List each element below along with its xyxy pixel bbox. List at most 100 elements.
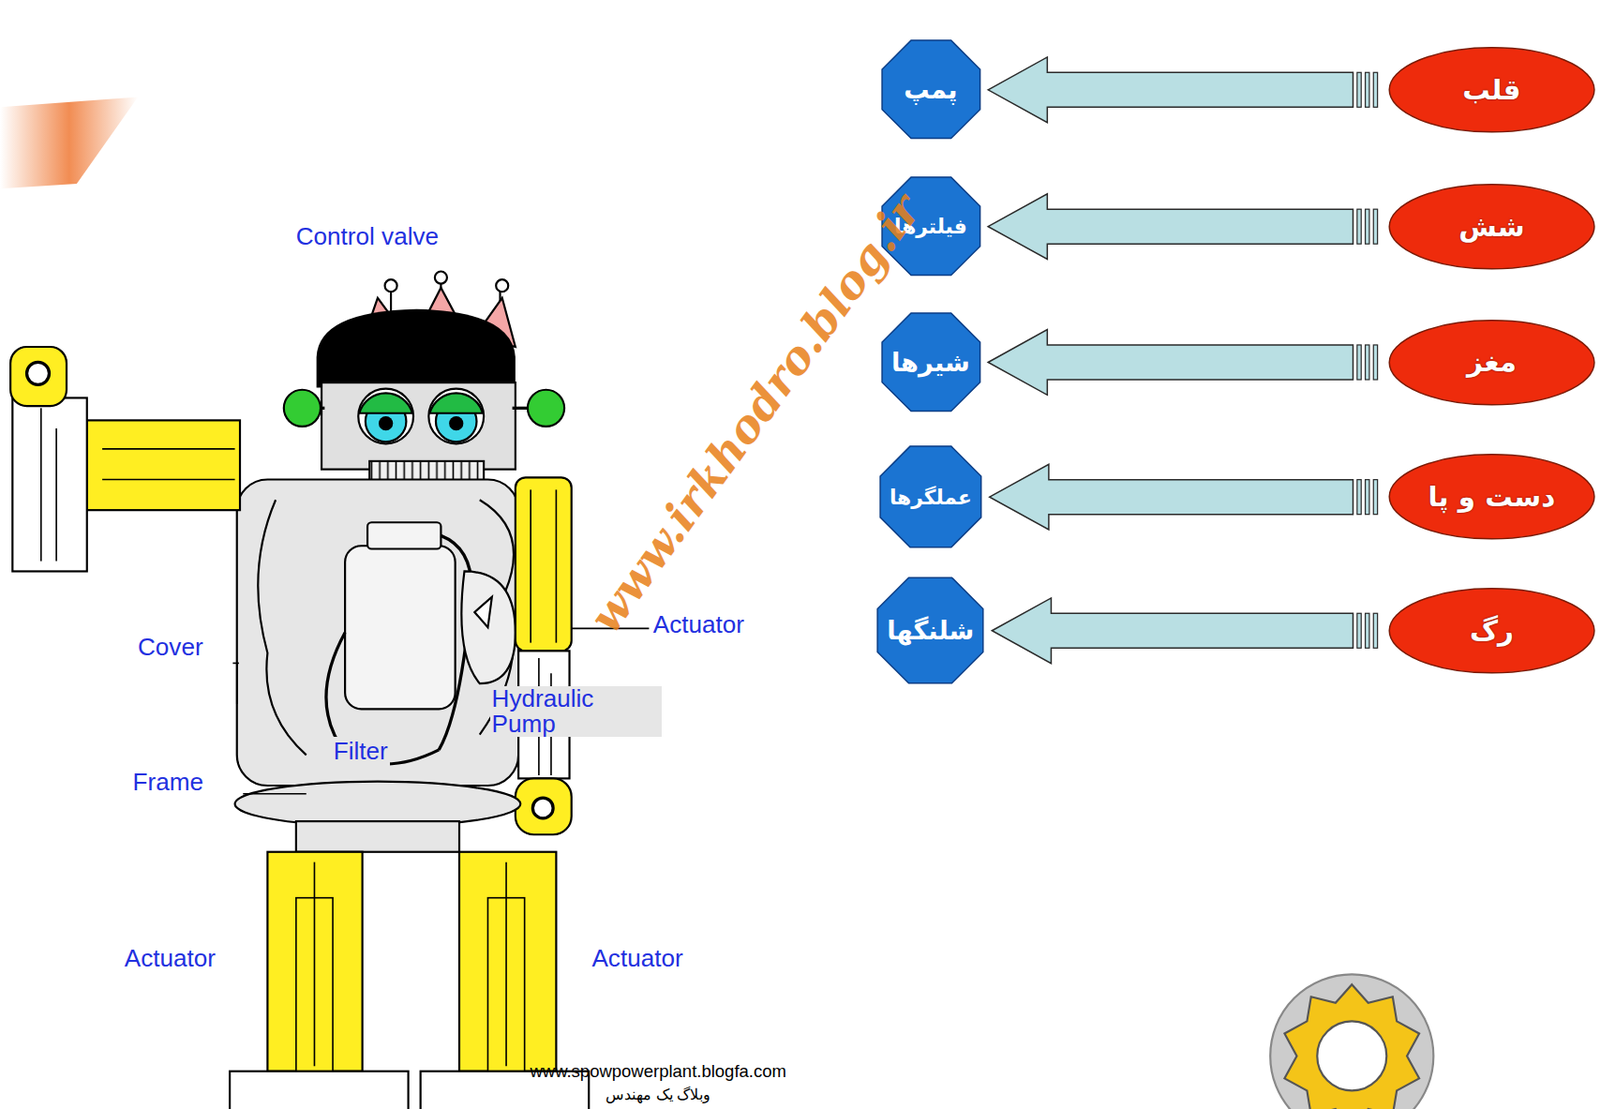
robot-part <box>267 852 362 1072</box>
robot-part <box>229 1071 408 1109</box>
ellipse-outline <box>1389 588 1595 673</box>
robot-part <box>532 797 554 819</box>
part-label: Actuator <box>653 610 745 640</box>
octagon-outline <box>882 313 981 412</box>
robot-part <box>344 545 456 709</box>
ellipse-outline <box>1389 47 1595 133</box>
robot-part <box>55 428 58 561</box>
footer-note: وبلاگ یک مهندس <box>605 1085 711 1104</box>
arrow-tail-bar <box>1373 209 1377 244</box>
robot-part <box>529 489 532 643</box>
arrow-body <box>987 194 1353 260</box>
part-label: Cover <box>137 632 204 662</box>
robot-part <box>236 662 239 704</box>
component-octagon: شیرها <box>881 312 982 413</box>
robot-part <box>316 309 516 389</box>
part-label: Hydraulic Pump <box>490 686 663 738</box>
block-arrow <box>987 329 1377 396</box>
robot-part <box>232 662 240 665</box>
robot-part <box>1270 973 1434 1109</box>
robot-part <box>474 597 493 629</box>
component-octagon: شلنگها <box>876 576 985 685</box>
robot-part <box>12 397 87 571</box>
robot-part <box>0 96 138 189</box>
robot-part <box>428 388 484 445</box>
octagon-outline <box>878 577 985 684</box>
robot-part <box>515 477 572 651</box>
robot-part <box>429 392 483 413</box>
component-octagon: عملگرها <box>879 445 983 549</box>
part-label: Actuator <box>124 943 216 973</box>
footer-url: www.spowpowerplant.blogfa.com <box>529 1061 787 1082</box>
robot-part <box>235 781 522 827</box>
robot-part <box>495 279 509 292</box>
block-arrow <box>991 598 1377 664</box>
arrow-tail-bar <box>1357 344 1361 380</box>
block-arrow <box>989 463 1378 530</box>
robot-part <box>385 279 398 292</box>
arrow-body <box>989 463 1354 530</box>
robot-part <box>515 777 572 835</box>
robot-part <box>434 270 448 284</box>
robot-part <box>378 416 393 431</box>
watermark: www.irkhodro.blog.ir <box>579 184 932 643</box>
node-text: عملگرها <box>889 485 972 509</box>
node-text: شش <box>1458 210 1525 243</box>
robot-part <box>1270 973 1434 1109</box>
robot-part <box>237 479 519 786</box>
robot-part <box>284 389 321 427</box>
robot-part <box>461 570 516 684</box>
node-text: رگ <box>1469 614 1514 647</box>
octagon-outline <box>882 41 981 140</box>
arrow-tail-bar <box>1365 72 1370 107</box>
robot-part <box>242 792 306 795</box>
arrow-tail-bar <box>1373 613 1377 648</box>
part-label: Control valve <box>296 222 439 252</box>
ellipse-outline <box>1389 454 1595 539</box>
ellipse-outline <box>1389 320 1595 405</box>
node-text: شیرها <box>891 347 971 377</box>
robot-part <box>358 388 414 445</box>
robot-part <box>87 419 240 510</box>
arrow-tail-bar <box>1357 613 1361 648</box>
robot-part <box>102 478 235 481</box>
robot-part <box>314 862 316 1067</box>
ellipse-outline <box>1389 184 1595 270</box>
arrow-body <box>987 57 1353 123</box>
organ-ellipse: دست و پا <box>1387 452 1597 541</box>
arrow-body <box>987 329 1353 396</box>
block-arrow <box>987 57 1377 123</box>
robot-part <box>1284 984 1420 1109</box>
arrow-tail-bar <box>1365 479 1370 515</box>
octagon-outline <box>880 446 982 548</box>
arrow-tail-bar <box>1365 209 1370 244</box>
robot-part <box>10 346 67 406</box>
robot-part <box>296 821 460 853</box>
node-text: پمپ <box>903 74 958 105</box>
robot-part <box>358 392 413 413</box>
arrow-tail-bar <box>1365 613 1370 648</box>
arrow-tail-bar <box>1357 72 1361 107</box>
robot-part <box>321 382 516 470</box>
robot-part <box>527 389 565 427</box>
part-label: Actuator <box>591 943 683 973</box>
robot-part <box>257 499 306 755</box>
block-arrow <box>987 194 1377 260</box>
part-label: Filter <box>331 736 390 766</box>
organ-ellipse: شش <box>1387 182 1597 271</box>
robot-part <box>1316 1020 1387 1091</box>
node-text: شلنگها <box>886 615 974 645</box>
robot-part <box>555 489 558 643</box>
part-label: Frame <box>133 767 204 797</box>
component-octagon: پمپ <box>881 39 982 140</box>
robot-part <box>505 862 508 1067</box>
node-text: دست و پا <box>1427 480 1556 513</box>
arrow-tail-bar <box>1373 479 1377 515</box>
arrow-tail-bar <box>1357 209 1361 244</box>
robot-part <box>367 522 441 549</box>
organ-ellipse: قلب <box>1387 45 1597 135</box>
robot-part <box>459 852 556 1072</box>
